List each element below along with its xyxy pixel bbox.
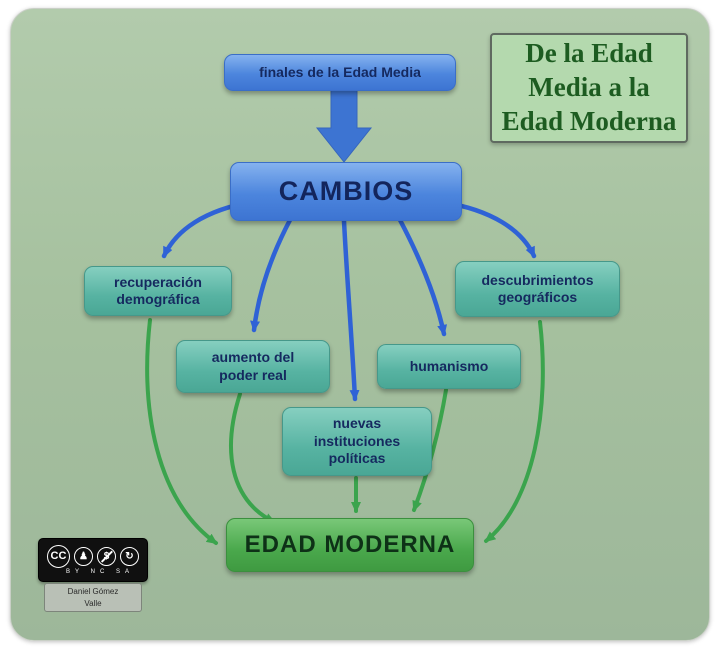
- node-recuperacion-demografica: recuperación demográfica: [84, 266, 232, 316]
- cc-tags-label: BY NC SA: [66, 569, 134, 575]
- cc-icons-row: CC ♟ $ ↻: [47, 545, 139, 568]
- cc-logo-icon: CC: [47, 545, 70, 568]
- node-aumento-poder-real: aumento del poder real: [176, 340, 330, 393]
- node-nuevas-instituciones: nuevas instituciones políticas: [282, 407, 432, 476]
- author-credit: Daniel Gómez Valle: [44, 583, 142, 612]
- cc-nc-icon: $: [97, 547, 116, 566]
- cc-license-badge: CC ♟ $ ↻ BY NC SA: [38, 538, 148, 582]
- cc-sa-icon: ↻: [120, 547, 139, 566]
- node-humanismo: humanismo: [377, 344, 521, 389]
- map-title: De la Edad Media a la Edad Moderna: [490, 33, 688, 143]
- node-descubrimientos-geograficos: descubrimientos geográficos: [455, 261, 620, 317]
- cc-by-icon: ♟: [74, 547, 93, 566]
- node-cambios: CAMBIOS: [230, 162, 462, 221]
- node-finales-edad-media: finales de la Edad Media: [224, 54, 456, 91]
- node-edad-moderna: EDAD MODERNA: [226, 518, 474, 572]
